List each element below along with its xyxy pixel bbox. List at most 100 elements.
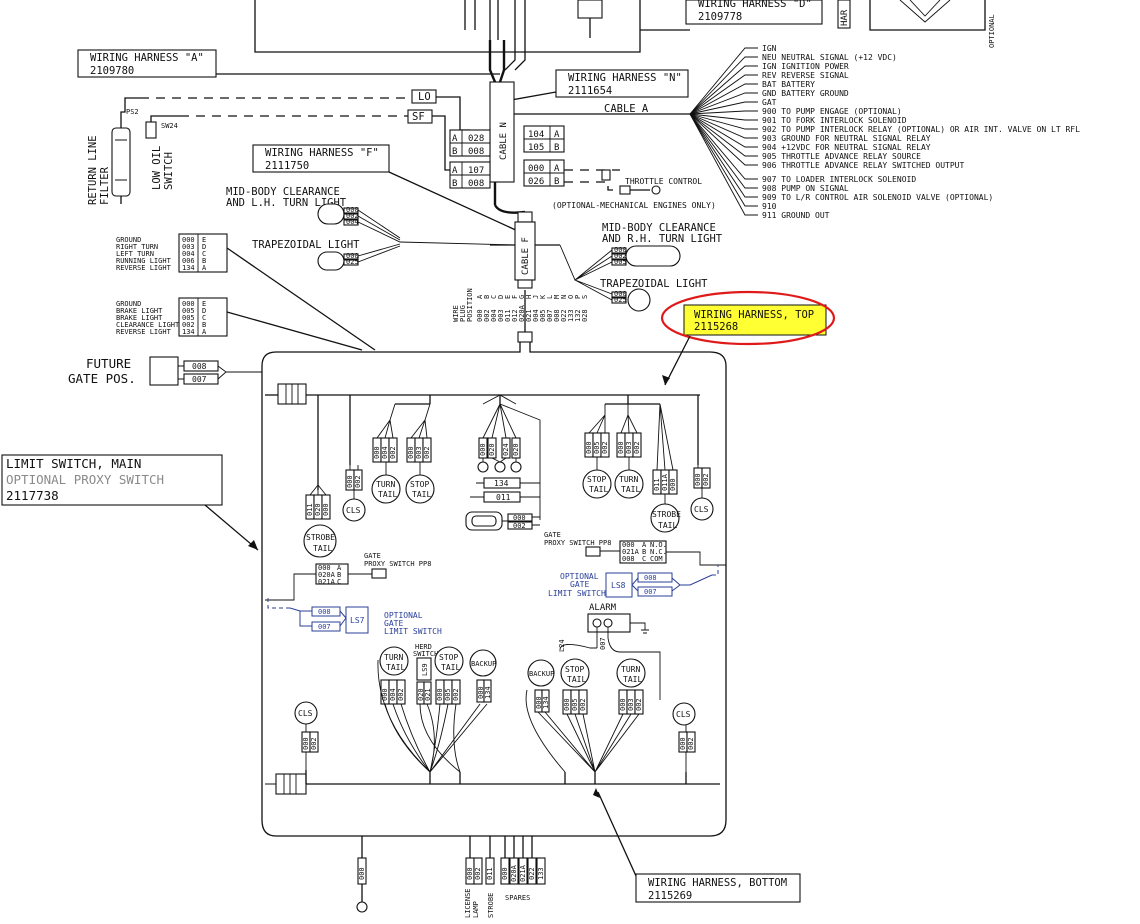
signal-desc: GROUND FOR NEUTRAL SIGNAL RELAY xyxy=(781,134,930,143)
signal-wire xyxy=(689,113,758,180)
harness-top-callout: WIRING HARNESS, TOP 2115268 xyxy=(660,290,836,386)
signal-wire xyxy=(689,113,758,207)
ttr-w2: 002 xyxy=(633,441,641,454)
svg-text:REV REVERSE SIGNAL: REV REVERSE SIGNAL xyxy=(762,71,849,80)
connector-table-2: GROUND BRAKE LIGHT BRAKE LIGHT CLEARANCE… xyxy=(116,297,363,351)
low-oil-switch-icon xyxy=(145,121,157,139)
signal-code: 907 xyxy=(762,175,777,184)
strobe-out-label: STROBE xyxy=(487,893,495,918)
sr-w1: 011A xyxy=(661,473,669,491)
wire-134: 134 xyxy=(494,479,509,488)
c1-wire-a: 028 xyxy=(468,134,484,144)
signal-code: 910 xyxy=(762,202,777,211)
license-label-2: LAMP xyxy=(472,901,480,918)
stl-w1: 003 xyxy=(415,446,423,459)
cl-w1: 002 xyxy=(354,475,362,488)
throttle-note: (OPTIONAL-MECHANICAL ENGINES ONLY) xyxy=(552,201,716,210)
t1-n2: LEFT TURN xyxy=(116,250,154,258)
ls9-l2: SWITCH xyxy=(413,650,438,658)
top-harness-lights: STROBE TAIL 011 020 000 CLS 000 002 TURN… xyxy=(265,383,714,558)
signal-wire xyxy=(689,74,758,115)
clr-w1: 002 xyxy=(702,473,710,486)
bcl-w0: 000 xyxy=(302,737,310,750)
stl-w0: 000 xyxy=(407,446,415,459)
t2-w4: 134 xyxy=(182,328,195,336)
mbr-w0: 000 xyxy=(614,246,627,254)
bcl-label: CLS xyxy=(298,709,313,718)
str-l2: TAIL xyxy=(589,485,608,494)
bottom-backup-right-lamp-icon xyxy=(527,659,555,687)
stl-l1: STOP xyxy=(410,480,429,489)
c3-wire-b: 105 xyxy=(528,143,544,153)
svg-text:902 TO PUMP INTERLOCK RELAY (O: 902 TO PUMP INTERLOCK RELAY (OPTIONAL) O… xyxy=(762,125,1080,134)
signal-wire xyxy=(689,83,758,115)
plug-position: A xyxy=(476,294,484,299)
plug-wire: 012 xyxy=(511,309,519,322)
ls9-w0: 020 xyxy=(417,688,425,701)
gpl-l2: PROXY SWITCH PP8 xyxy=(364,560,431,568)
signal-wire xyxy=(689,56,758,115)
mid-body-right-label-1: MID-BODY CLEARANCE xyxy=(602,222,716,234)
bttr-l1: TURN xyxy=(621,665,640,674)
t2-n0: GROUND xyxy=(116,300,141,308)
plug-wire: 132 xyxy=(574,309,582,322)
t1-p0: E xyxy=(202,236,206,244)
svg-text:IGN: IGN xyxy=(762,44,777,53)
bbl-w0: 000 xyxy=(477,686,485,699)
bbl-w1: 134 xyxy=(484,686,492,699)
plug-position: B xyxy=(483,295,491,299)
signal-code: REV xyxy=(762,71,777,80)
ls8-tag: LS8 xyxy=(611,581,626,590)
cw2: 024 xyxy=(502,443,510,456)
harness-bottom-box xyxy=(635,873,801,903)
c4-pin-b: B xyxy=(554,177,559,187)
bstr-w0: 000 xyxy=(563,698,571,711)
mid-body-right-lamp-icon xyxy=(625,245,681,267)
plug-wire: 011 xyxy=(504,309,512,322)
filter-canister-icon xyxy=(111,127,131,197)
t2-w3: 002 xyxy=(182,321,195,329)
signal-desc: TO LOADER INTERLOCK SOLENOID xyxy=(781,175,916,184)
ttl-l2: TAIL xyxy=(378,490,397,499)
ls8-l3: LIMIT SWITCH xyxy=(548,589,606,598)
gpl-p1: B xyxy=(337,571,341,579)
signal-wire xyxy=(689,65,758,115)
future-gate-label-1: FUTURE xyxy=(86,356,131,371)
limit-switch-callout: LIMIT SWITCH, MAIN OPTIONAL PROXY SWITCH… xyxy=(1,454,259,551)
harness-f-area: WIRING HARNESS "F" 2111750 CABLE F MID-B… xyxy=(226,144,723,312)
plug-position: S xyxy=(581,295,589,299)
gpl-w2: 021A xyxy=(318,578,336,586)
mid-body-right-label-2: AND R.H. TURN LIGHT xyxy=(602,233,723,245)
signal-wire xyxy=(689,110,758,115)
t1-w3: 006 xyxy=(182,257,195,265)
gate-proxy-left: GATE PROXY SWITCH PP8 000 020A 021A A B … xyxy=(265,552,431,601)
svg-text:900 TO PUMP ENGAGE (OPTIONAL): 900 TO PUMP ENGAGE (OPTIONAL) xyxy=(762,107,902,116)
t2-n4: REVERSE LIGHT xyxy=(116,328,172,336)
ttl-w2: 002 xyxy=(389,446,397,459)
alarm-label: ALARM xyxy=(589,603,617,613)
trr-w0: 000 xyxy=(614,290,627,298)
plug-position: K xyxy=(539,294,547,299)
cable-f-label: CABLE F xyxy=(521,237,531,275)
ps2-label: PS2 xyxy=(126,108,139,116)
signal-code: 909 xyxy=(762,193,777,202)
signal-desc: IGNITION POWER xyxy=(781,62,849,71)
harness-f-title: WIRING HARNESS "F" xyxy=(265,147,379,159)
sw24-label: SW24 xyxy=(161,122,178,130)
t2-w1: 005 xyxy=(182,307,195,315)
bcr-w0: 000 xyxy=(679,737,687,750)
wire-011: 011 xyxy=(496,493,511,502)
sr-w0: 011 xyxy=(653,478,661,491)
trap-left-label: TRAPEZOIDAL LIGHT xyxy=(252,239,360,251)
signal-desc: BATTERY xyxy=(781,80,815,89)
t1-w0: 000 xyxy=(182,236,195,244)
signal-code: 903 xyxy=(762,134,777,143)
optional-label: OPTIONAL xyxy=(988,14,996,48)
plug-header-3: POSITION xyxy=(466,288,474,322)
signal-code: NEU xyxy=(762,53,777,62)
bottom-outputs: 000 000 002 011 000 020A 021A 022 133 LI… xyxy=(356,836,546,918)
plug-position: M xyxy=(553,295,561,299)
c3-pin-a: A xyxy=(554,130,560,140)
